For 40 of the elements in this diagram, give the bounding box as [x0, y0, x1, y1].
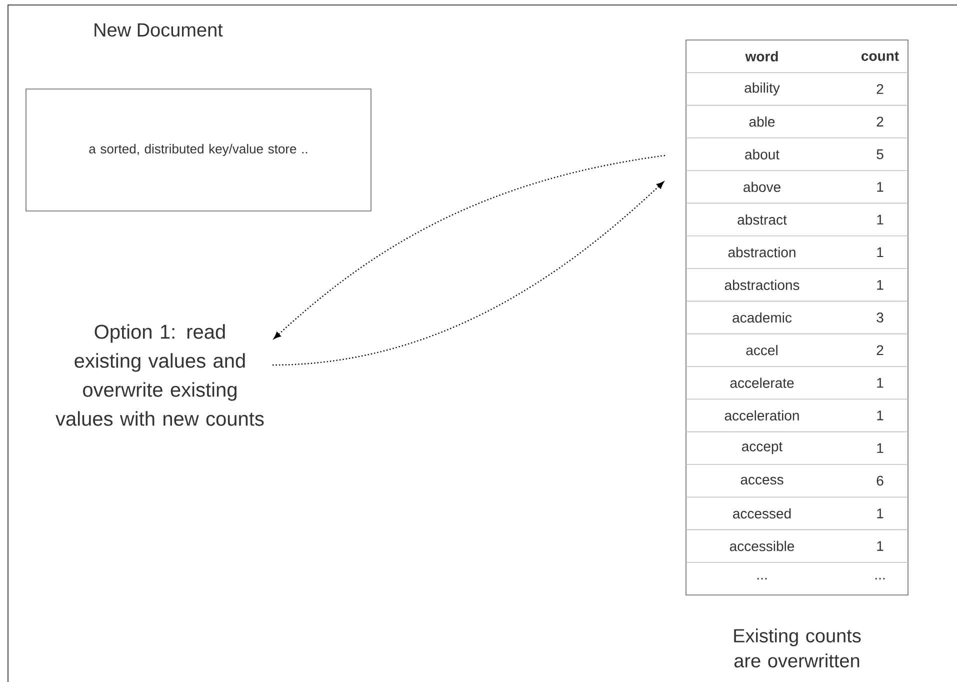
table-header: count: [862, 52, 899, 61]
option-text: Option 1: read existing values and overwrite existing values with new counts: [56, 324, 264, 426]
table-cell: abstractions: [724, 280, 800, 290]
table-cell: 1: [877, 410, 884, 420]
arrow: [274, 154, 666, 339]
table-cell: 2: [876, 116, 884, 126]
document-box: a sorted, distributed key/value store ..: [26, 88, 372, 212]
table-cell: accel: [746, 344, 778, 356]
table-cell: accelerate: [730, 378, 794, 388]
table-header: word: [745, 51, 778, 62]
table-cell: access: [740, 476, 784, 485]
table-cell: abstract: [738, 214, 787, 225]
table-cell: 1: [877, 280, 884, 290]
table-cell: 1: [877, 508, 884, 518]
table-cell: 1: [877, 182, 884, 192]
table-cell: 1: [877, 541, 884, 551]
table-cell: 3: [876, 312, 884, 322]
table-cell: accessible: [730, 540, 794, 552]
table-cell: abstraction: [728, 247, 796, 258]
table-cell: above: [744, 182, 780, 192]
table-cell: 1: [877, 443, 884, 453]
table-cell: academic: [732, 312, 792, 323]
arrow: [272, 182, 664, 366]
table-cell: acceleration: [724, 410, 799, 421]
table-cell: 1: [877, 214, 884, 224]
table-caption: Existing counts are overwritten: [734, 628, 861, 668]
table-cell: able: [749, 116, 775, 127]
table-cell: ...: [757, 578, 767, 580]
table-cell: 6: [876, 476, 884, 486]
table-cell: about: [745, 149, 780, 160]
table-cell: ...: [875, 578, 885, 580]
table-cell: accept: [742, 442, 783, 454]
table-cell: ability: [744, 82, 780, 96]
table-cell: 1: [877, 247, 884, 258]
table-cell: 5: [876, 149, 884, 160]
document-heading: New Document: [94, 23, 223, 37]
table-cell: 2: [876, 345, 884, 355]
table-cell: accessed: [733, 508, 791, 519]
table-cell: 2: [876, 84, 884, 94]
table-cell: 1: [877, 378, 884, 388]
